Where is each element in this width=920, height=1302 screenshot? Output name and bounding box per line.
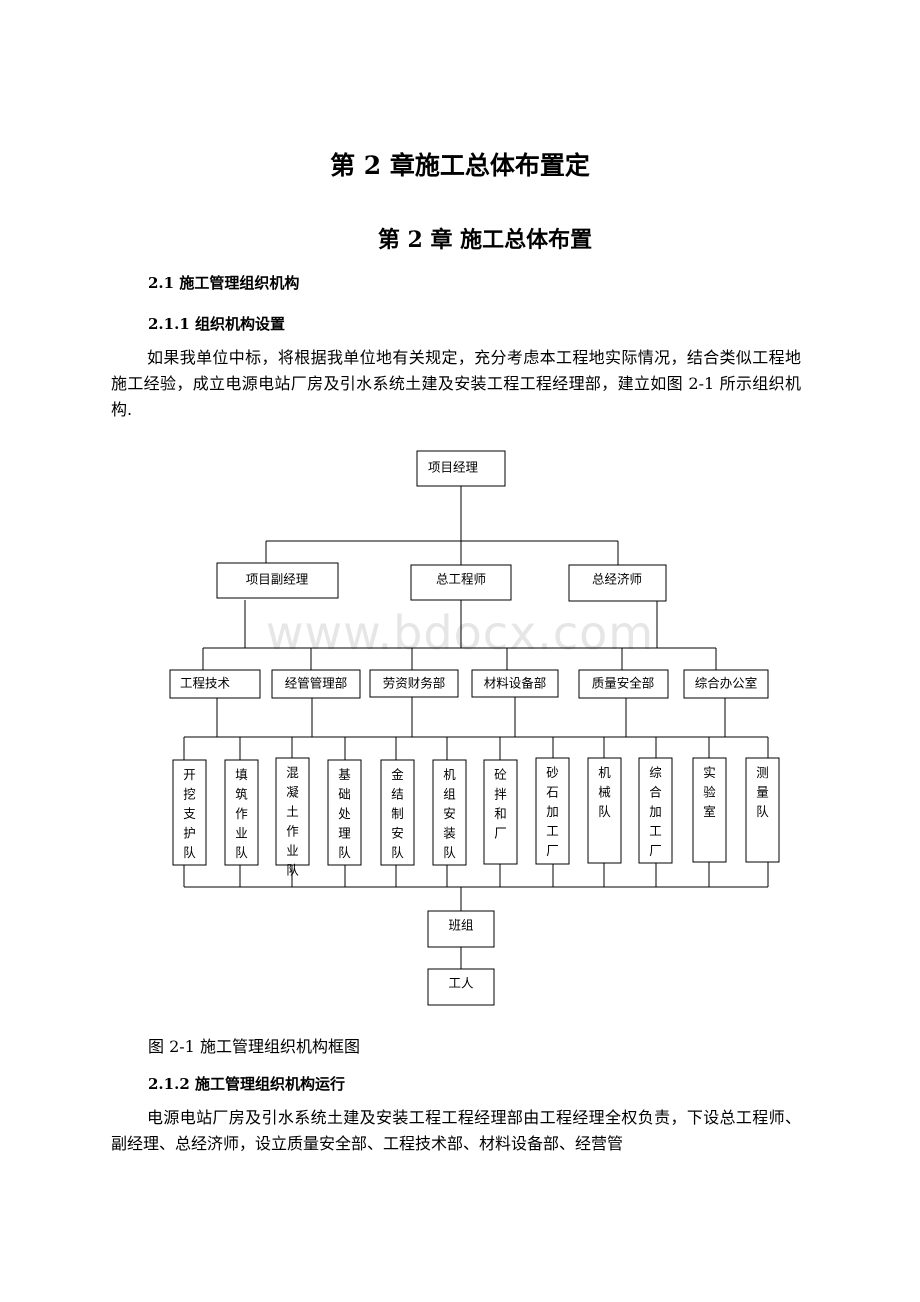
node-deputy-manager bbox=[216, 562, 339, 599]
node-dept-business-label: 经管管理部 bbox=[285, 676, 348, 691]
team-nodes: 开挖支护队 填筑作业队 混凝土作业队 基础处理队 金结制安队 机组安装队 砼拌和厂 砂石加工厂… bbox=[172, 757, 780, 878]
document-title: 第 2 章施工总体布置定 bbox=[330, 151, 590, 180]
node-dept-general-office bbox=[683, 669, 769, 699]
node-group-label: 班组 bbox=[448, 918, 473, 933]
paragraph-org-operation: 电源电站厂房及引水系统土建及安装工程工程经理部由工程经理全权负责，下设总工程师、… bbox=[111, 1108, 801, 1153]
node-team-10-label: 实验室 bbox=[703, 765, 716, 819]
node-team-8 bbox=[587, 757, 622, 864]
node-team-4-label: 金结制安队 bbox=[391, 767, 404, 860]
node-team-1 bbox=[224, 759, 259, 866]
node-dept-engineering bbox=[169, 669, 261, 699]
node-team-5 bbox=[432, 759, 467, 866]
node-team-11 bbox=[745, 757, 780, 863]
node-team-0-label: 开挖支护队 bbox=[183, 767, 196, 860]
node-team-7 bbox=[535, 757, 570, 865]
node-dept-materials bbox=[471, 669, 559, 698]
node-dept-materials-label: 材料设备部 bbox=[484, 676, 547, 691]
node-team-6 bbox=[483, 759, 518, 865]
watermark: www.bdocx.com bbox=[265, 606, 655, 660]
node-team-1-label: 填筑作业队 bbox=[235, 767, 248, 860]
node-chief-economist-label: 总经济师 bbox=[592, 572, 642, 587]
chapter-heading: 第 2 章 施工总体布置 bbox=[377, 227, 593, 253]
node-team-9-label: 综合加工厂 bbox=[649, 765, 662, 858]
node-team-9 bbox=[638, 757, 673, 864]
node-team-6-label: 砼拌和厂 bbox=[494, 767, 507, 841]
node-group bbox=[427, 910, 495, 948]
node-team-7-label: 砂石加工厂 bbox=[546, 765, 559, 858]
section-heading-2-1-2: 2.1.2 施工管理组织机构运行 bbox=[148, 1075, 345, 1093]
connector-lines bbox=[183, 486, 769, 969]
node-project-manager bbox=[416, 450, 506, 487]
node-deputy-manager-label: 项目副经理 bbox=[246, 572, 309, 587]
node-team-2-label: 混凝土作业队 bbox=[286, 765, 299, 878]
node-team-10 bbox=[692, 757, 727, 863]
node-dept-quality-safety-label: 质量安全部 bbox=[592, 676, 655, 691]
section-heading-2-1-1: 2.1.1 组织机构设置 bbox=[148, 315, 285, 333]
figure-caption: 图 2-1 施工管理组织机构框图 bbox=[148, 1037, 360, 1056]
node-team-0 bbox=[172, 759, 207, 866]
node-team-11-label: 测量队 bbox=[756, 765, 769, 819]
node-dept-business bbox=[271, 669, 361, 699]
node-workers-label: 工人 bbox=[448, 976, 474, 991]
node-project-manager-label: 项目经理 bbox=[428, 460, 479, 475]
node-dept-quality-safety bbox=[578, 669, 669, 699]
node-dept-engineering-label: 工程技术 bbox=[180, 676, 231, 691]
node-chief-engineer bbox=[410, 564, 512, 601]
node-dept-finance bbox=[369, 669, 459, 698]
node-team-8-label: 机械队 bbox=[598, 765, 611, 819]
node-workers bbox=[427, 968, 495, 1006]
section-heading-2-1: 2.1 施工管理组织机构 bbox=[148, 274, 300, 292]
node-team-5-label: 机组安装队 bbox=[443, 767, 456, 860]
node-team-2 bbox=[275, 757, 310, 866]
node-dept-finance-label: 劳资财务部 bbox=[383, 676, 446, 691]
node-dept-general-office-label: 综合办公室 bbox=[695, 676, 758, 691]
paragraph-org-setup: 如果我单位中标，将根据我单位地有关规定，充分考虑本工程地实际情况，结合类似工程地… bbox=[111, 348, 801, 419]
node-chief-engineer-label: 总工程师 bbox=[436, 572, 486, 587]
node-team-3-label: 基础处理队 bbox=[338, 767, 351, 860]
node-team-3 bbox=[327, 759, 362, 866]
node-chief-economist bbox=[568, 564, 667, 602]
node-team-4 bbox=[380, 759, 415, 866]
